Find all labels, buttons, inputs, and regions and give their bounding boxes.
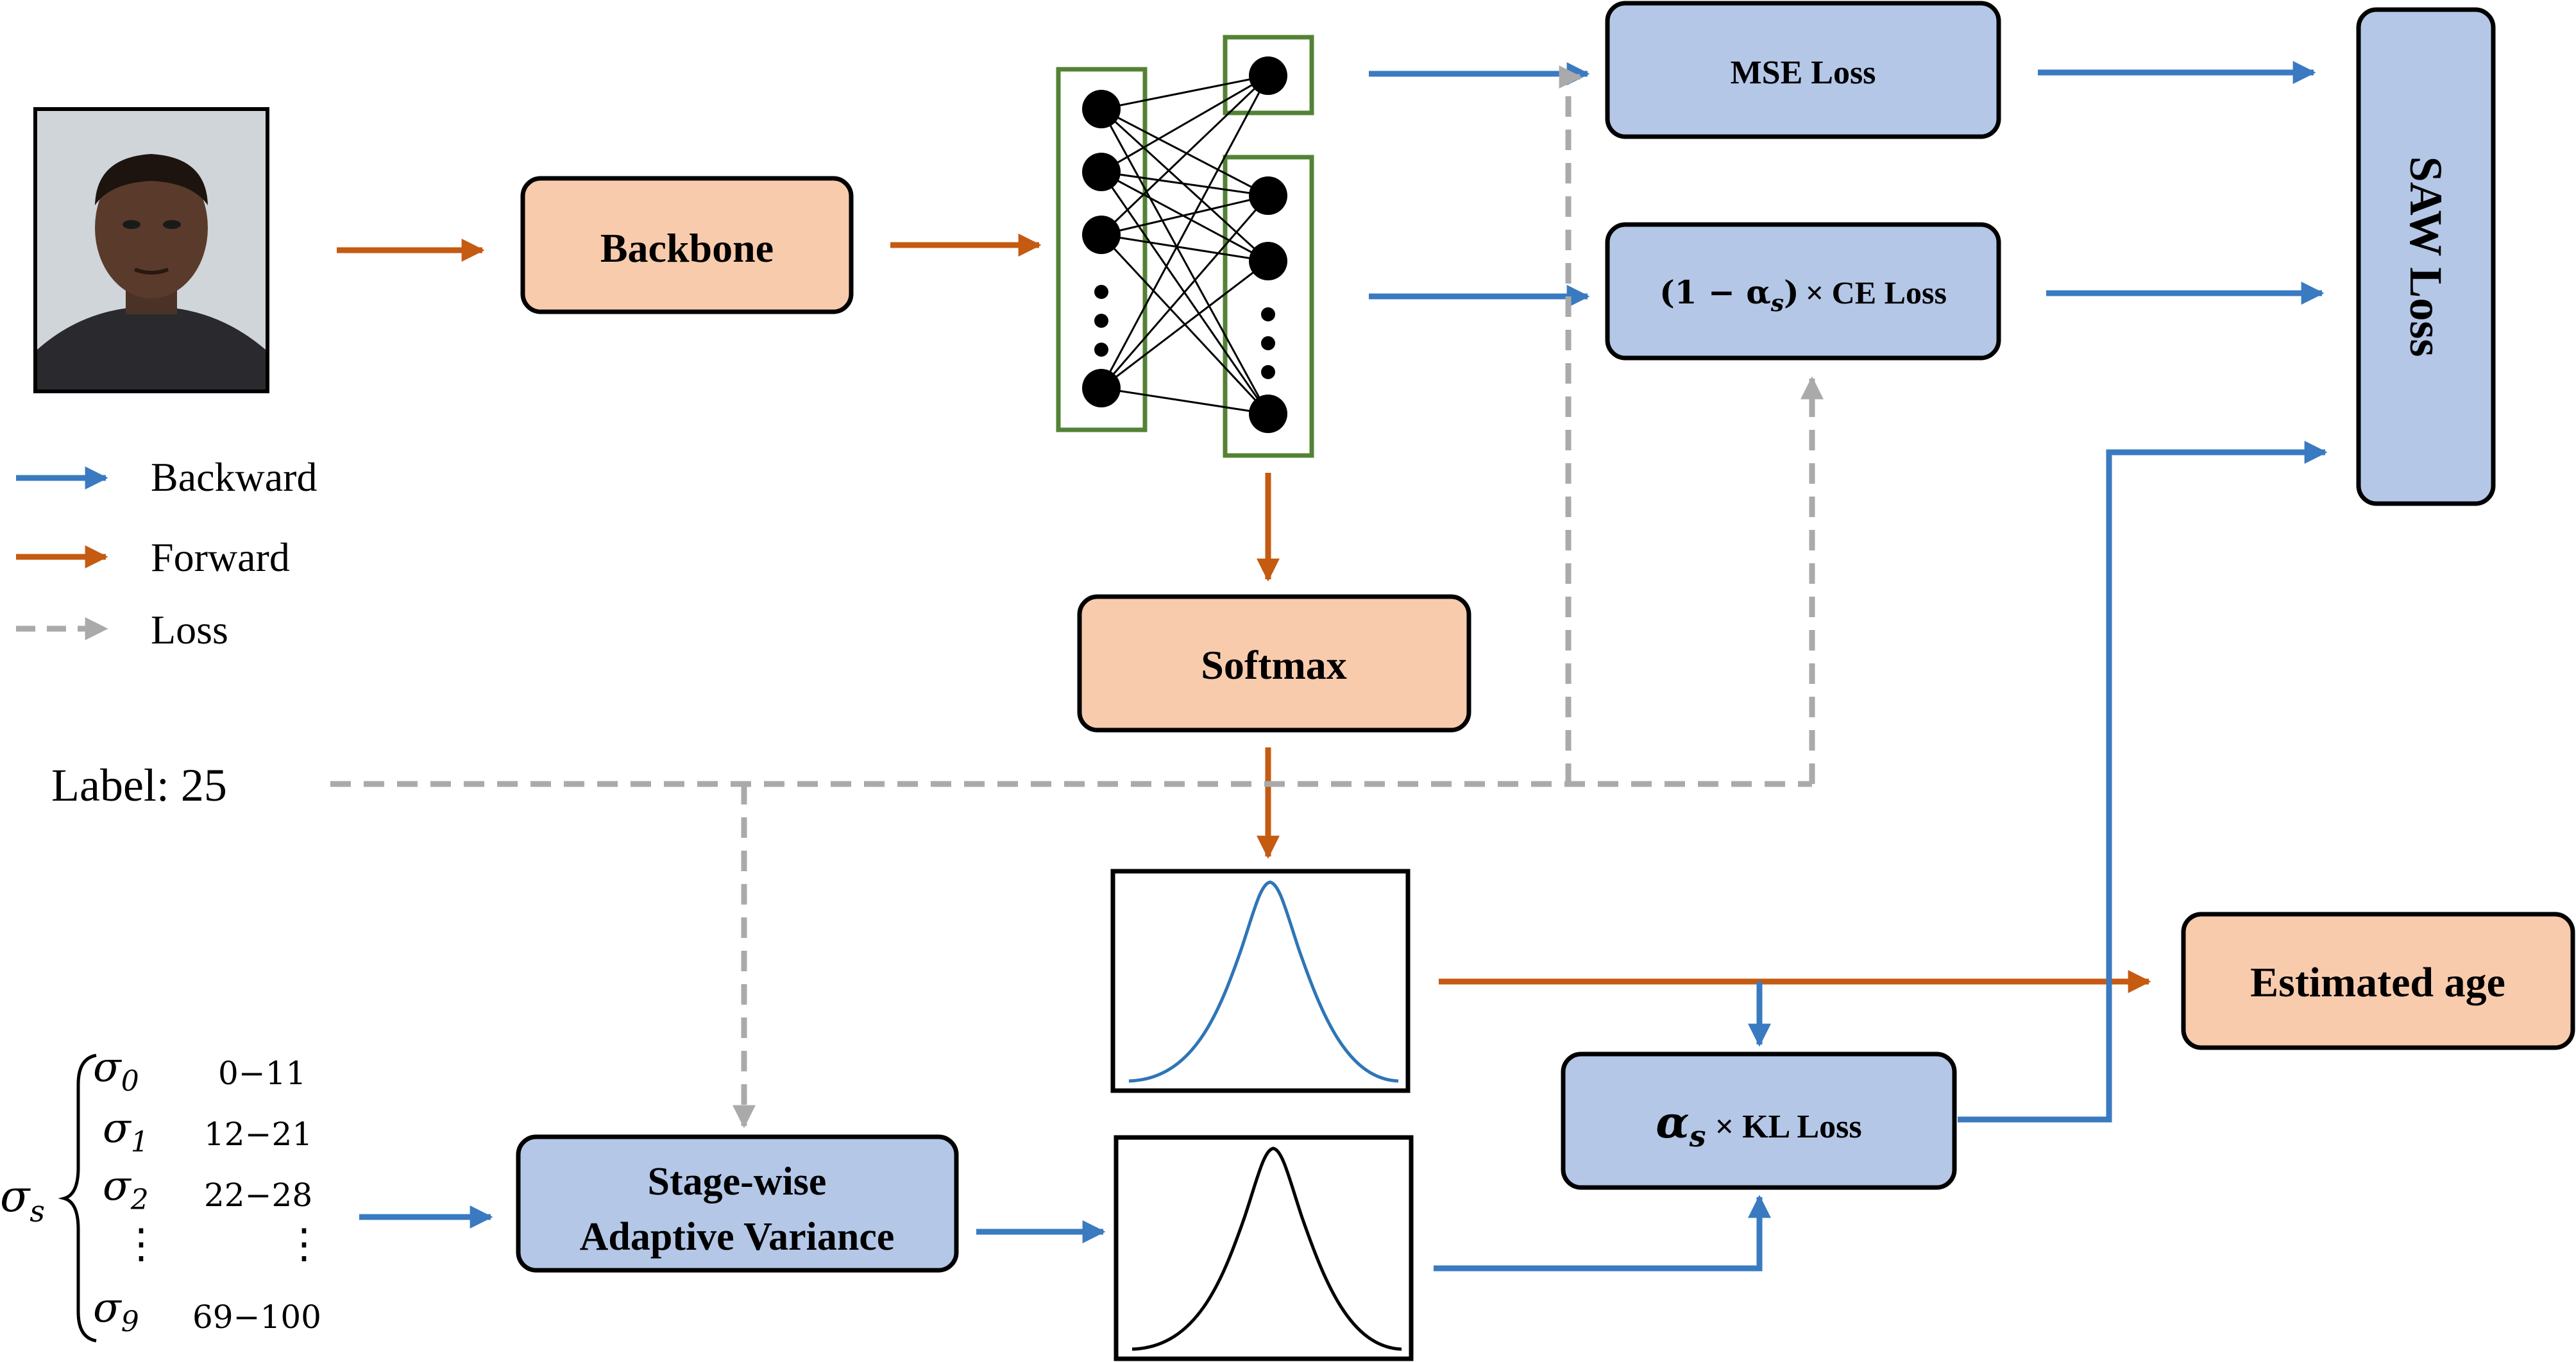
sigma-row-4-name: σ9 (93, 1284, 139, 1338)
sigma-row-3-range: ⋮ (284, 1220, 325, 1268)
legend-backward-label: Backward (151, 454, 317, 500)
sigma-row-0-name: σ0 (93, 1044, 139, 1098)
sigma-row-1-name: σ1 (103, 1105, 149, 1159)
fc-regression-output-frame (1223, 35, 1314, 115)
kl-loss-label: αs× KL Loss (1656, 1097, 1861, 1153)
mse-loss-label: MSE Loss (1731, 55, 1876, 91)
forward-arrows (337, 234, 2151, 993)
sigma-stage-table: σs σ0 0−11 σ1 12−21 σ2 22−28 ⋮ ⋮ σ9 69−1… (0, 1044, 325, 1343)
sigma-row-1-range: 12−21 (204, 1116, 312, 1153)
sigma-row-2-name: σ2 (103, 1162, 149, 1216)
mse-loss-box: MSE Loss (1605, 1, 2001, 139)
ce-loss-label: (1 − αs)× CE Loss (1659, 273, 1947, 317)
arrow-kl-to-saw (1958, 441, 2328, 1123)
label-text: Label: 25 (51, 760, 227, 811)
legend-loss-label: Loss (151, 607, 228, 652)
estimated-age-label: Estimated age (2250, 959, 2505, 1006)
stage-wise-label-line1: Stage-wise (648, 1160, 827, 1204)
stage-wise-variance-box: Stage-wise Adaptive Variance (516, 1134, 959, 1273)
saw-loss-box: SAW Loss (2356, 7, 2496, 506)
ce-loss-box: (1 − αs)× CE Loss (1605, 222, 2001, 361)
sigma-s-symbol: σs (0, 1171, 45, 1229)
fc-network (1056, 35, 1314, 458)
fc-classification-output-frame (1223, 155, 1314, 458)
arrow-label-dist-to-kl (1434, 1195, 1771, 1272)
fc-nodes (1082, 56, 1287, 433)
legend-forward-label: Forward (151, 534, 290, 580)
face-photo-icon (37, 154, 266, 389)
estimated-age-box: Estimated age (2181, 912, 2575, 1050)
sigma-row-0-range: 0−11 (218, 1055, 306, 1092)
kl-loss-box: αs× KL Loss (1561, 1051, 1957, 1190)
fc-input-layer-frame (1056, 67, 1148, 432)
fc-connections (1100, 74, 1269, 415)
label-distribution-plot (1114, 1135, 1414, 1361)
saw-loss-label: SAW Loss (2400, 157, 2452, 357)
sigma-row-4-range: 69−100 (192, 1298, 321, 1336)
backbone-box: Backbone (520, 176, 854, 314)
backbone-label: Backbone (600, 225, 774, 271)
backward-arrows (359, 61, 2328, 1272)
loss-arrows (330, 65, 1824, 1128)
stage-wise-label-line2: Adaptive Variance (580, 1215, 895, 1259)
softmax-box: Softmax (1077, 594, 1471, 733)
softmax-label: Softmax (1201, 642, 1347, 688)
predicted-distribution-plot (1110, 869, 1411, 1093)
input-face-image (33, 107, 269, 393)
sigma-brace (58, 1053, 97, 1343)
arrow-label-to-mse (1559, 65, 1582, 784)
legend: Backward Forward Loss (16, 454, 317, 652)
sigma-row-2-range: 22−28 (204, 1177, 312, 1214)
sigma-row-3-name: ⋮ (121, 1220, 162, 1268)
